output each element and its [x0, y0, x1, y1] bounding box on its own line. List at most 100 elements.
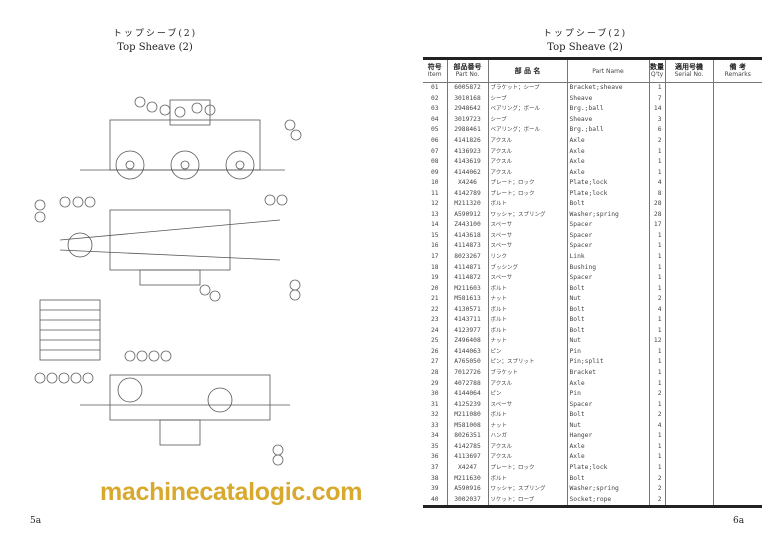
cell-jp-name: プレート；ロック	[487, 177, 567, 189]
cell-item: 13	[430, 210, 439, 218]
cell-jp-name: スペーサ	[487, 220, 567, 231]
header-en: Remarks	[724, 71, 751, 78]
cell-remarks	[712, 441, 762, 453]
cell-serial-no	[664, 220, 713, 231]
cell-item: 03	[430, 105, 439, 113]
cell-remarks	[712, 409, 762, 421]
cell-part-no: 3010168	[446, 93, 488, 105]
cell-jp-name: ベアリング；ボール	[487, 104, 567, 115]
cell-part-name: Bracket	[566, 367, 649, 379]
cell-item: 23	[430, 316, 439, 324]
cell-item: 35	[430, 442, 439, 450]
cell-qty: 1	[648, 146, 665, 157]
cell-part-name: Spacer	[566, 230, 649, 242]
header-jp: 数量	[650, 63, 664, 71]
cell-serial-no	[664, 452, 713, 463]
cell-part-name: Bushing	[566, 262, 649, 273]
cell-item: 26	[430, 347, 439, 355]
header-en: Serial No.	[674, 71, 704, 78]
cell-part-name: Axle	[566, 135, 649, 147]
cell-serial-no	[664, 125, 713, 136]
cell-qty: 1	[648, 262, 665, 273]
cell-jp-name: ボルト	[487, 473, 567, 484]
cell-part-name: Sheave	[566, 114, 649, 126]
right-page-title: トップシーブ(2) Top Sheave (2)	[530, 28, 640, 54]
cell-part-no: M211080	[446, 409, 488, 421]
cell-serial-no	[664, 346, 713, 358]
header-en: Part Name	[592, 67, 624, 75]
cell-serial-no	[664, 325, 713, 337]
cell-item: 15	[430, 231, 439, 239]
cell-jp-name: ボルト	[487, 325, 567, 337]
title-en: Top Sheave (2)	[117, 42, 193, 53]
cell-qty: 2	[648, 483, 665, 495]
cell-remarks	[712, 293, 762, 305]
cell-jp-name: アクスル	[487, 135, 567, 147]
cell-serial-no	[664, 283, 713, 294]
cell-part-name: Spacer	[566, 272, 649, 284]
cell-jp-name: ハンガ	[487, 431, 567, 442]
cell-part-name: Bolt	[566, 199, 649, 210]
cell-part-name: Nut	[566, 420, 649, 432]
cell-part-no: 4142789	[446, 188, 488, 200]
cell-jp-name: ワッシャ；スプリング	[487, 209, 567, 221]
cell-item: 02	[430, 94, 439, 102]
cell-qty: 1	[648, 462, 665, 474]
cell-item: 37	[430, 463, 439, 471]
cell-remarks	[712, 388, 762, 400]
cell-remarks	[712, 82, 762, 94]
cell-jp-name: ブラケット；シーブ	[487, 82, 567, 94]
header-jp: 適用号機	[675, 63, 703, 71]
cell-item: 31	[430, 400, 439, 408]
cell-part-name: Brg.;ball	[566, 104, 649, 115]
cell-part-name: Pin;split	[566, 357, 649, 368]
cell-serial-no	[664, 315, 713, 326]
cell-serial-no	[664, 114, 713, 126]
cell-qty: 1	[648, 431, 665, 442]
cell-part-no: 4142785	[446, 441, 488, 453]
cell-part-no: A590912	[446, 209, 488, 221]
cell-remarks	[712, 357, 762, 368]
cell-jp-name: アクスル	[487, 452, 567, 463]
cell-item: 07	[430, 147, 439, 155]
cell-part-name: Spacer	[566, 399, 649, 410]
cell-part-no: M211320	[446, 199, 488, 210]
cell-item: 08	[430, 158, 439, 166]
cell-part-no: 4114872	[446, 272, 488, 284]
cell-jp-name: アクスル	[487, 146, 567, 157]
cell-item: 10	[430, 179, 439, 187]
cell-jp-name: ナット	[487, 336, 567, 347]
cell-jp-name: ボルト	[487, 409, 567, 421]
cell-part-name: Pin	[566, 388, 649, 400]
cell-serial-no	[664, 262, 713, 273]
cell-qty: 1	[648, 167, 665, 178]
cell-serial-no	[664, 409, 713, 421]
title-jp: トップシーブ(2)	[112, 29, 198, 39]
cell-part-name: Washer;spring	[566, 483, 649, 495]
cell-remarks	[712, 104, 762, 115]
cell-serial-no	[664, 104, 713, 115]
right-page-number: 6a	[733, 516, 745, 526]
cell-part-name: Plate;lock	[566, 177, 649, 189]
cell-remarks	[712, 209, 762, 221]
cell-remarks	[712, 199, 762, 210]
cell-jp-name: アクスル	[487, 441, 567, 453]
cell-part-no: 4144062	[446, 167, 488, 178]
cell-part-name: Hanger	[566, 431, 649, 442]
cell-serial-no	[664, 420, 713, 432]
cell-serial-no	[664, 251, 713, 263]
cell-jp-name: ソケット；ロープ	[487, 494, 567, 507]
cell-remarks	[712, 135, 762, 147]
